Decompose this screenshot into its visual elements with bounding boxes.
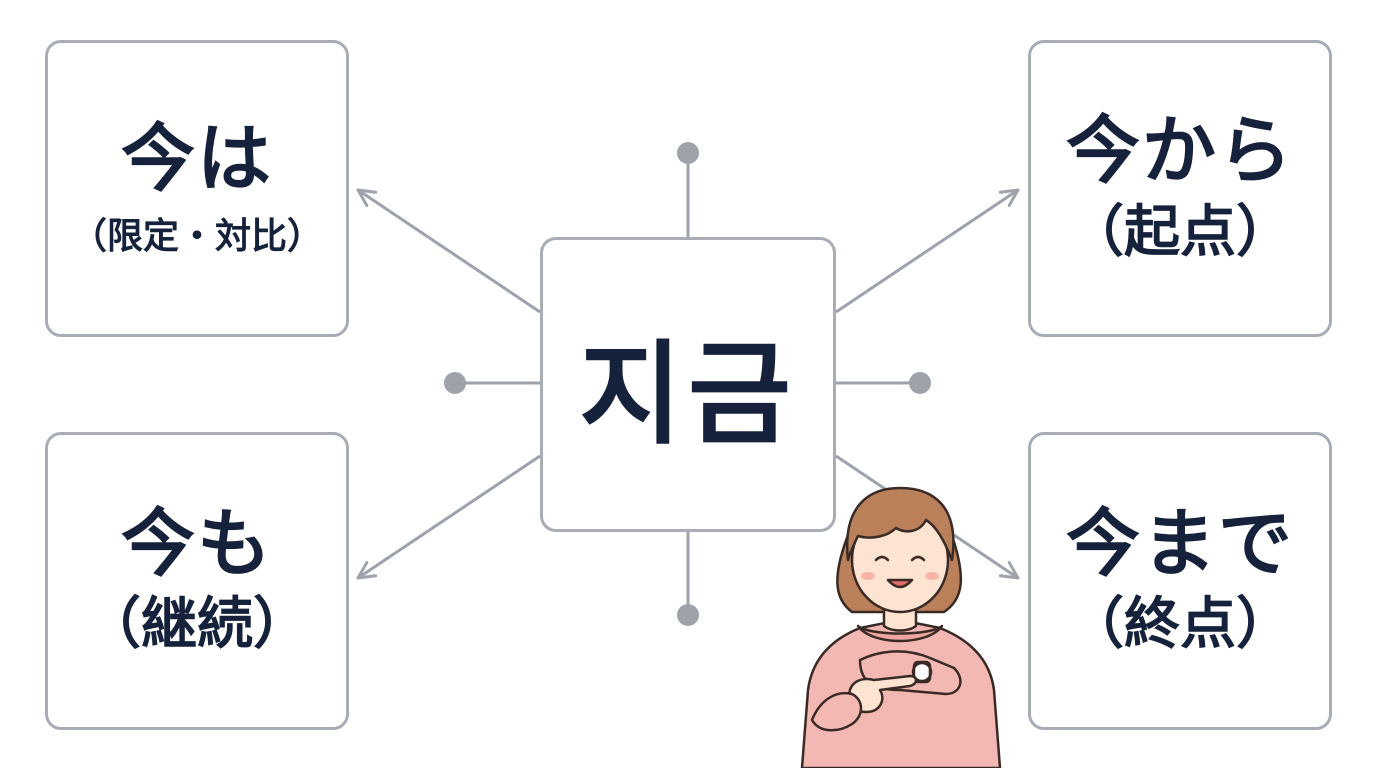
top-right-sub: （起点）: [1068, 199, 1292, 265]
bottom-right-sub: （終点）: [1068, 592, 1292, 658]
box-bottom-left: 今も （継続）: [45, 432, 349, 730]
connector-right: [836, 372, 931, 394]
arrow-to-top-right: [835, 188, 1020, 314]
center-label: 지금: [578, 329, 798, 460]
arrow-to-bottom-left: [356, 454, 541, 580]
connector-left: [444, 372, 540, 394]
bottom-left-sub: （継続）: [85, 592, 309, 658]
top-right-main: 今から: [1066, 108, 1294, 195]
bottom-left-main: 今も: [121, 500, 273, 587]
box-bottom-right: 今まで （終点）: [1028, 432, 1332, 730]
top-left-main: 今は: [121, 116, 273, 203]
bottom-right-main: 今まで: [1066, 500, 1294, 587]
top-left-sub: （限定・対比）: [70, 215, 323, 257]
connector-top: [677, 142, 699, 238]
arrow-to-top-left: [356, 188, 541, 314]
connector-bottom: [677, 530, 699, 626]
center-node: 지금: [540, 237, 836, 532]
box-top-left: 今は （限定・対比）: [45, 40, 349, 337]
box-top-right: 今から （起点）: [1028, 40, 1332, 337]
